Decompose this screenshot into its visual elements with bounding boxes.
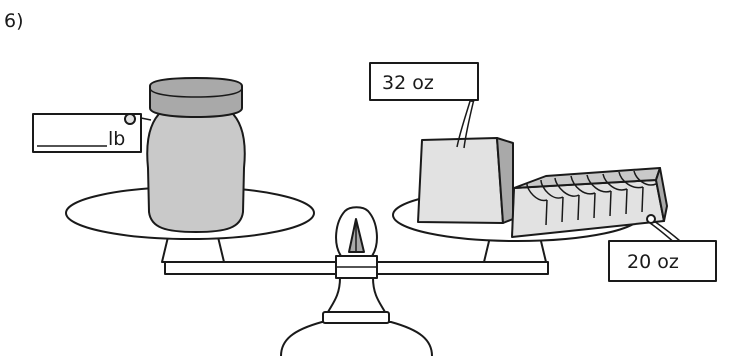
jar-tag-unit: lb xyxy=(108,128,125,150)
problem-number: 6) xyxy=(4,10,24,32)
bag-tag-weight: 32 oz xyxy=(382,72,434,94)
shopping-bag xyxy=(417,92,514,224)
bag-weight-tag: 32 oz xyxy=(369,62,479,101)
box-tag-weight: 20 oz xyxy=(627,251,679,273)
jar-weight-tag: lb xyxy=(32,113,152,153)
scale-base xyxy=(280,255,433,356)
scale-needle xyxy=(335,206,378,257)
jar xyxy=(146,77,246,233)
left-pan-support xyxy=(161,236,225,263)
packaged-box xyxy=(511,167,681,245)
box-weight-tag: 20 oz xyxy=(608,240,717,282)
